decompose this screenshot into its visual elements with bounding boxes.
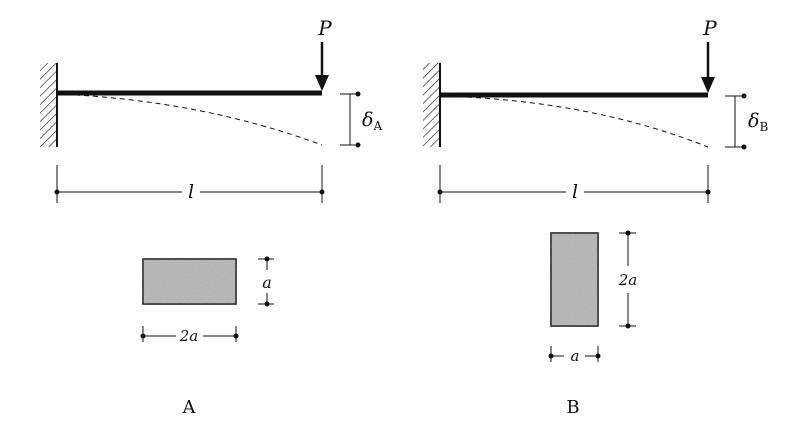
length-dimension-a xyxy=(54,165,325,203)
fixed-wall-a xyxy=(40,63,56,147)
section-height-dimension-a xyxy=(258,256,274,307)
panel-a: P δA l xyxy=(40,16,382,418)
panel-caption-b: B xyxy=(566,397,579,418)
deflection-dimension-a xyxy=(340,91,361,148)
section-width-label-b: a xyxy=(571,347,580,365)
cross-section-a-texture xyxy=(143,259,236,304)
cross-section-b-texture xyxy=(551,233,598,326)
deflection-label-a: δA xyxy=(362,109,382,133)
section-height-label-a: a xyxy=(262,273,272,292)
deflected-shape-b xyxy=(439,95,709,148)
section-width-dimension-b xyxy=(548,346,601,362)
load-label-a: P xyxy=(317,16,332,40)
load-label-b: P xyxy=(702,16,717,40)
section-width-label-a: 2a xyxy=(179,327,199,345)
length-label-a: l xyxy=(188,181,194,203)
section-height-dimension-b xyxy=(619,230,636,329)
load-arrow-a xyxy=(315,42,329,91)
deflected-shape-a xyxy=(56,93,323,146)
length-dimension-b xyxy=(437,165,711,203)
fixed-wall-b xyxy=(423,63,439,147)
panel-b: P δB l 2a xyxy=(423,16,768,418)
panel-caption-a: A xyxy=(182,397,197,418)
deflection-label-b: δB xyxy=(748,110,768,134)
load-arrow-b xyxy=(701,42,715,93)
length-label-b: l xyxy=(572,181,578,203)
section-width-dimension-a xyxy=(140,326,239,342)
section-height-label-b: 2a xyxy=(618,271,638,289)
deflection-dimension-b xyxy=(725,93,747,150)
